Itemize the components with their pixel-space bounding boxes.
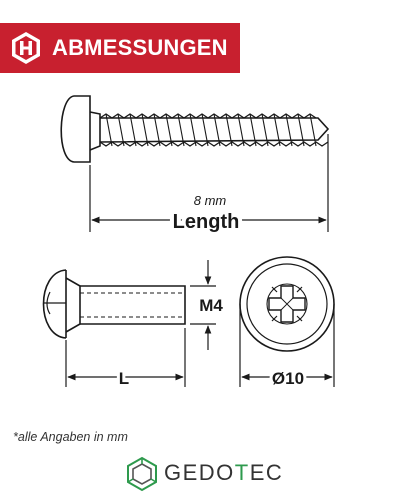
length-label: Length [173,211,240,233]
length-l-label: L [119,369,129,388]
brand-name: GEDOTEC [164,460,284,485]
hex-h-icon [12,32,40,64]
length-dimension-bottom [65,328,186,387]
screw-side-view-bottom [42,269,186,339]
brand-logo: GEDOTEC [122,456,292,492]
dimension-value: 8 mm [194,193,227,208]
thread-label: M4 [199,296,223,315]
thread-dimension [190,260,216,350]
page-title: ABMESSUNGEN [52,35,228,60]
screw-head-front-view [239,256,335,352]
diameter-dimension [239,304,335,387]
footnote: *alle Angaben in mm [13,430,128,444]
length-dimension-top [89,134,329,232]
screw-side-view-top [60,95,330,163]
header-banner: ABMESSUNGEN [0,23,240,73]
diameter-label: Ø10 [272,369,304,388]
gedotec-logo-icon [127,456,157,492]
